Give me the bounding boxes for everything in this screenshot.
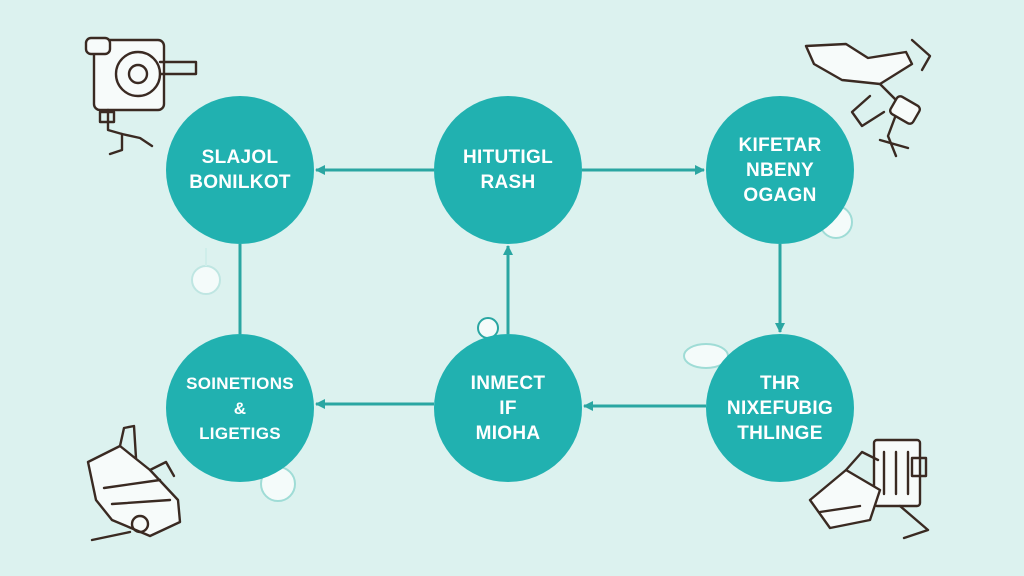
node-ligetigs-line-1: SOINETIONS bbox=[186, 373, 294, 393]
node-bonilkot: SLAJOL BONILKOT bbox=[166, 96, 314, 244]
node-rash-line-2: RASH bbox=[480, 172, 536, 193]
node-thlinge: THR NIXEFUBIG THLINGE bbox=[706, 334, 854, 482]
node-bonilkot-line-2: BONILKOT bbox=[189, 172, 291, 193]
node-thlinge-line-3: THLINGE bbox=[737, 422, 823, 444]
node-thlinge-line-1: THR bbox=[760, 372, 800, 394]
node-bonilkot-line-1: SLAJOL bbox=[201, 147, 279, 168]
node-rash: HITUTIGL RASH bbox=[434, 96, 582, 244]
node-ogagn-line-3: OGAGN bbox=[743, 184, 817, 206]
camera-machine-icon bbox=[84, 36, 198, 156]
node-ligetigs: SOINETIONS & LIGETIGS bbox=[166, 334, 314, 482]
node-ligetigs-line-2: & bbox=[233, 398, 247, 418]
node-mioha-line-3: MIOHA bbox=[475, 422, 541, 444]
bubble-icon bbox=[191, 248, 221, 295]
robot-arm-icon bbox=[804, 38, 932, 158]
node-mioha-line-2: IF bbox=[499, 397, 517, 419]
node-ogagn-line-1: KIFETAR bbox=[738, 134, 822, 156]
node-thlinge-line-2: NIXEFUBIG bbox=[726, 397, 834, 419]
factory-equipment-icon bbox=[808, 438, 930, 540]
machinery-icon bbox=[86, 424, 182, 542]
node-mioha-line-1: INMECT bbox=[470, 372, 546, 394]
node-mioha: INMECT IF MIOHA bbox=[434, 334, 582, 482]
node-ligetigs-line-3: LIGETIGS bbox=[199, 423, 281, 443]
node-ogagn: KIFETAR NBENY OGAGN bbox=[706, 96, 854, 244]
node-rash-line-1: HITUTIGL bbox=[463, 147, 553, 168]
node-ogagn-line-2: NBENY bbox=[745, 159, 814, 181]
